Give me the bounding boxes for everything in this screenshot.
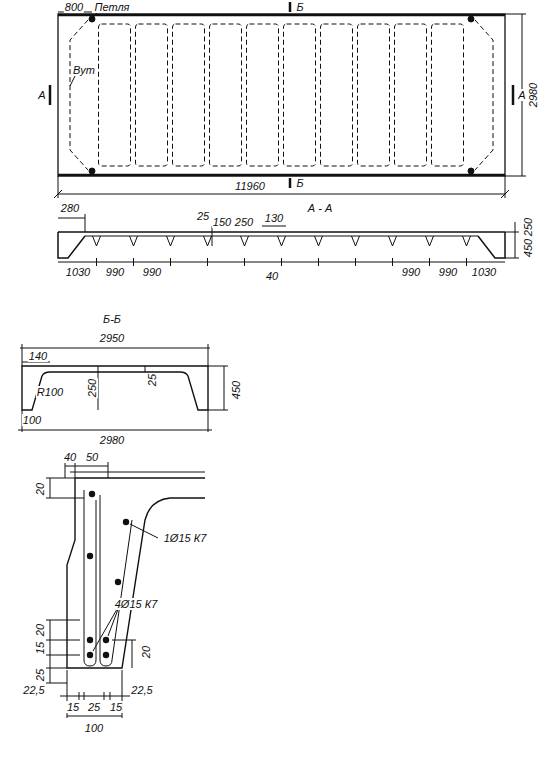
dimension-label: 450 [522,238,534,258]
dimension-label: 25 [146,373,158,387]
rib-cell [99,24,131,166]
dimension-label: 50 [85,451,99,463]
dimension-label: 25 [196,210,210,222]
rib-cell [432,24,464,166]
dimension-label: 280 [60,202,80,214]
dimension-label: 450 [230,380,242,400]
dimension-label: 15 [34,641,46,655]
dimension-label: 250 [86,378,98,398]
dimension-label: 2980 [527,82,539,108]
rib-cell [173,24,205,166]
dimension-label: 1030 [65,266,91,278]
dimension-label: 250 [234,216,254,228]
dimension-label: 1Ø15 К7 [163,532,208,544]
dimension-label: 130 [264,212,284,224]
dimension-label: Б [295,1,304,13]
dimension-label: 20 [140,645,152,659]
dimension-label: 140 [28,350,48,362]
dimension-label: R100 [36,386,64,398]
rib-cell [395,24,427,166]
dimension-label: А [517,89,526,101]
dimension-label: 20 [34,623,46,637]
dimension-label: 15 [66,701,80,713]
dimension-label: 40 [265,270,279,282]
dimension-label: 25 [34,668,46,682]
rib-cell [136,24,168,166]
dimension-label: А [37,89,46,101]
dimension-label: 2950 [99,332,125,344]
dimension-label: 990 [105,266,125,278]
rib-cell [247,24,279,166]
dimension-label: 40 [63,451,77,463]
dimension-label: Б [295,177,304,189]
dimension-label: 100 [22,414,42,426]
dimension-label: Петля [94,1,131,13]
dimension-label: 1030 [471,266,497,278]
dimension-label: Вут [72,64,96,76]
dimension-label: 990 [438,266,458,278]
dimension-label: 25 [87,701,101,713]
rib-cell [321,24,353,166]
dimension-label: 100 [84,722,104,734]
dimension-label: 990 [142,266,162,278]
rib-cell [284,24,316,166]
dimension-label: 11960 [234,180,266,192]
dimension-label: Б-Б [102,313,122,325]
dimension-label: 4Ø15 К7 [114,598,159,610]
rib-cell [358,24,390,166]
dimension-label: 22,5 [22,684,45,696]
dimension-label: 2980 [99,434,125,446]
dimension-label: 990 [401,266,421,278]
dimension-label: 150 [212,216,232,228]
dimension-label: 15 [109,701,123,713]
dimension-label: 800 [64,1,84,13]
dimension-label: 250 [522,217,534,237]
dimension-label: 20 [34,482,46,496]
dimension-label: 22,5 [130,684,153,696]
rib-cell [210,24,242,166]
dimension-label: А - А [307,202,333,214]
